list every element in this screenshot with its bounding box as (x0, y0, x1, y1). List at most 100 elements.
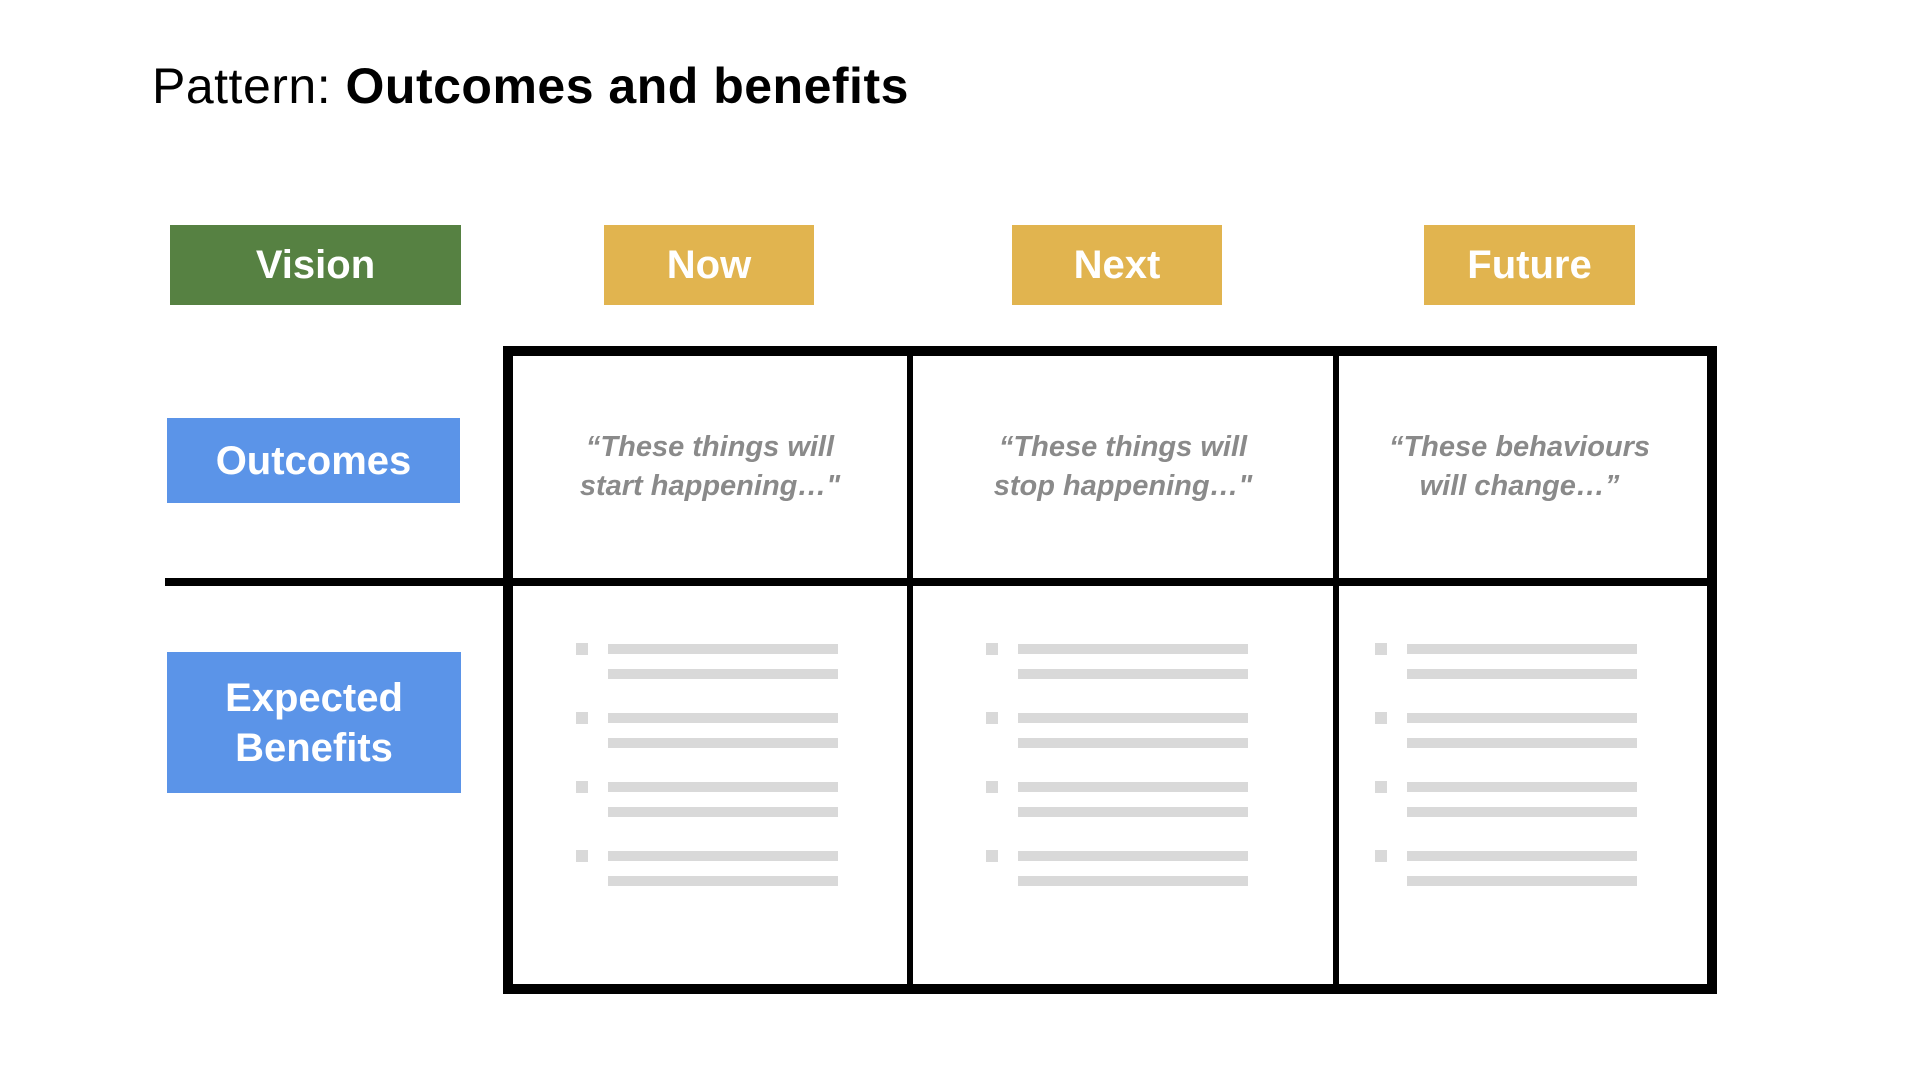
placeholder-line (1375, 781, 1637, 793)
benefit-item-placeholder (576, 643, 838, 680)
benefits-placeholder-list-next (986, 643, 1248, 919)
text-placeholder-bar (608, 713, 838, 723)
outcome-quote-next: “These things will stop happening…" (993, 430, 1253, 502)
text-placeholder-bar (1018, 738, 1248, 748)
column-header-next: Next (1012, 225, 1222, 305)
page-title-prefix: Pattern: (152, 58, 332, 114)
benefit-item-placeholder (986, 643, 1248, 680)
text-placeholder-bar (608, 738, 838, 748)
benefit-item-placeholder (986, 850, 1248, 887)
placeholder-line (986, 781, 1248, 793)
page-title-emphasis: Outcomes and benefits (345, 58, 909, 114)
column-header-now: Now (604, 225, 814, 305)
placeholder-line (576, 737, 838, 749)
benefit-item-placeholder (1375, 643, 1637, 680)
text-placeholder-bar (608, 876, 838, 886)
placeholder-line (1375, 806, 1637, 818)
outcome-quote-now: “These things will start happening…" (579, 430, 841, 502)
benefit-item-placeholder (576, 850, 838, 887)
bullet-square-icon (1375, 850, 1387, 862)
placeholder-line (986, 712, 1248, 724)
outcome-cell-now: “These things will start happening…" (513, 356, 907, 578)
bullet-square-icon (986, 712, 998, 724)
benefit-item-placeholder (1375, 712, 1637, 749)
text-placeholder-bar (1407, 782, 1637, 792)
benefit-item-placeholder (986, 781, 1248, 818)
bullet-square-icon (1375, 712, 1387, 724)
bullet-square-icon (986, 850, 998, 862)
outcomes-row-label: Outcomes (215, 438, 412, 483)
placeholder-line (986, 643, 1248, 655)
text-placeholder-bar (1018, 782, 1248, 792)
placeholder-line (576, 875, 838, 887)
placeholder-line (986, 668, 1248, 680)
placeholder-line (1375, 643, 1637, 655)
table-column-divider-1 (907, 356, 913, 984)
text-placeholder-bar (1407, 738, 1637, 748)
text-placeholder-bar (608, 669, 838, 679)
bullet-square-icon (576, 781, 588, 793)
matrix-table (503, 346, 1717, 994)
placeholder-line (986, 806, 1248, 818)
placeholder-line (576, 806, 838, 818)
text-placeholder-bar (1407, 644, 1637, 654)
outcomes-row-header: Outcomes (167, 418, 460, 503)
benefit-item-placeholder (1375, 850, 1637, 887)
column-header-future-label: Future (1467, 243, 1592, 287)
benefits-placeholder-list-now (576, 643, 838, 919)
placeholder-line (576, 712, 838, 724)
benefit-item-placeholder (986, 712, 1248, 749)
benefit-item-placeholder (576, 712, 838, 749)
benefits-placeholder-list-future (1375, 643, 1637, 919)
outcome-cell-future: “These behaviours will change…” (1339, 356, 1700, 578)
text-placeholder-bar (1018, 807, 1248, 817)
text-placeholder-bar (1018, 876, 1248, 886)
placeholder-line (576, 668, 838, 680)
text-placeholder-bar (1407, 876, 1637, 886)
column-header-future: Future (1424, 225, 1635, 305)
vision-header-label: Vision (255, 243, 376, 287)
placeholder-line (576, 850, 838, 862)
text-placeholder-bar (1018, 851, 1248, 861)
text-placeholder-bar (608, 782, 838, 792)
placeholder-line (576, 781, 838, 793)
bullet-square-icon (986, 781, 998, 793)
placeholder-line (576, 643, 838, 655)
benefit-item-placeholder (576, 781, 838, 818)
column-header-next-label: Next (1073, 243, 1161, 287)
outcome-cell-next: “These things will stop happening…" (913, 356, 1333, 578)
text-placeholder-bar (608, 851, 838, 861)
row-divider-line (165, 578, 1717, 586)
bullet-square-icon (576, 850, 588, 862)
text-placeholder-bar (1018, 713, 1248, 723)
text-placeholder-bar (608, 807, 838, 817)
placeholder-line (986, 737, 1248, 749)
placeholder-line (1375, 668, 1637, 680)
text-placeholder-bar (1018, 669, 1248, 679)
bullet-square-icon (576, 643, 588, 655)
text-placeholder-bar (1018, 644, 1248, 654)
text-placeholder-bar (1407, 713, 1637, 723)
table-column-divider-2 (1333, 356, 1339, 984)
bullet-square-icon (1375, 643, 1387, 655)
text-placeholder-bar (1407, 669, 1637, 679)
placeholder-line (986, 875, 1248, 887)
outcome-quote-future: “These behaviours will change…” (1388, 430, 1651, 502)
expected-benefits-row-header: Expected Benefits (167, 652, 461, 793)
bullet-square-icon (986, 643, 998, 655)
text-placeholder-bar (608, 644, 838, 654)
benefit-item-placeholder (1375, 781, 1637, 818)
text-placeholder-bar (1407, 807, 1637, 817)
vision-header-box: Vision (170, 225, 461, 305)
column-header-now-label: Now (666, 243, 752, 287)
bullet-square-icon (576, 712, 588, 724)
text-placeholder-bar (1407, 851, 1637, 861)
placeholder-line (1375, 712, 1637, 724)
placeholder-line (1375, 875, 1637, 887)
placeholder-line (1375, 737, 1637, 749)
placeholder-line (1375, 850, 1637, 862)
bullet-square-icon (1375, 781, 1387, 793)
placeholder-line (986, 850, 1248, 862)
expected-benefits-row-label: Expected Benefits (225, 675, 403, 770)
